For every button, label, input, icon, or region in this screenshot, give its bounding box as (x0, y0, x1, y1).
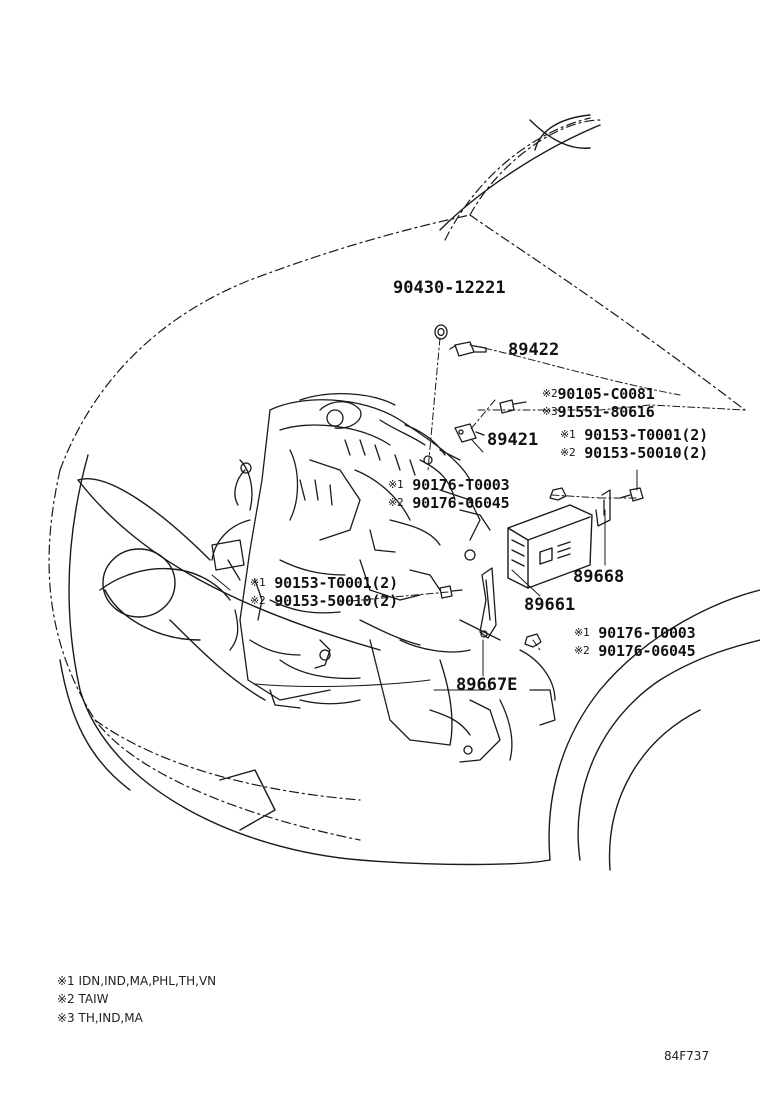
label-89667E: 89667E (456, 675, 518, 695)
label-90105-C0081: ※290105-C0081 (542, 387, 655, 402)
label-90176-06045-top-text: 90176-06045 (412, 494, 510, 512)
sensor-89421 (454, 423, 485, 443)
label-90176-T0003-bottom-text: 90176-T0003 (598, 624, 696, 642)
label-90176-T0003-top-text: 90176-T0003 (412, 476, 510, 494)
car-body-solid (59, 114, 760, 871)
bolt-90153-left (439, 585, 463, 599)
label-90153-50010-left-text: 90153-50010(2) (274, 592, 398, 610)
label-89668: 89668 (573, 567, 625, 587)
marker-2: ※2 (574, 644, 590, 657)
nut-90176-upper (549, 487, 567, 501)
marker-1: ※1 (574, 626, 590, 639)
label-90430-12221: 90430-12221 (393, 278, 506, 298)
label-90176-06045-bottom: ※2 90176-06045 (574, 642, 696, 660)
gasket-90430 (434, 324, 448, 340)
leader-solid (211, 439, 638, 691)
label-91551-text: 91551-80616 (557, 403, 655, 421)
marker-2: ※2 (560, 446, 576, 459)
label-90153-50010-right: ※2 90153-50010(2) (560, 446, 708, 461)
label-90176-06045-top: ※2 90176-06045 (388, 494, 510, 512)
label-90153-T0001-left: ※1 90153-T0001(2) (250, 576, 398, 591)
label-90176-T0003-bottom: ※1 90176-T0003 (574, 624, 696, 642)
label-90153-50010-right-text: 90153-50010(2) (584, 444, 708, 462)
footnote-2: ※2 TAIW (57, 992, 109, 1006)
footnote-3: ※3 TH,IND,MA (57, 1011, 143, 1025)
engine-block (211, 393, 556, 763)
ecu-89661 (507, 504, 593, 589)
label-90153-T0001-right-text: 90153-T0001(2) (584, 426, 708, 444)
label-90105-text: 90105-C0081 (557, 385, 655, 403)
label-90176-T0003-top: ※1 90176-T0003 (388, 476, 510, 494)
label-90153-T0001-left-text: 90153-T0001(2) (274, 574, 398, 592)
bracket-89668 (595, 489, 611, 527)
marker-3: ※3 (542, 405, 558, 418)
label-89422: 89422 (508, 340, 560, 360)
label-91551-80616: ※391551-80616 (542, 405, 655, 420)
marker-2: ※2 (388, 496, 404, 509)
marker-1: ※1 (560, 428, 576, 441)
marker-2: ※2 (250, 594, 266, 607)
sensor-89422 (449, 341, 487, 357)
label-90176-06045-bottom-text: 90176-06045 (598, 642, 696, 660)
footnote-1: ※1 IDN,IND,MA,PHL,TH,VN (57, 974, 217, 988)
marker-2: ※2 (542, 387, 558, 400)
bracket-89667E (479, 567, 497, 639)
nut-90176-lower (524, 633, 542, 648)
label-89421: 89421 (487, 430, 539, 450)
marker-1: ※1 (388, 478, 404, 491)
label-89661: 89661 (524, 595, 576, 615)
label-90153-50010-left: ※2 90153-50010(2) (250, 594, 398, 609)
illustration-code: 84F737 (664, 1049, 710, 1063)
marker-1: ※1 (250, 576, 266, 589)
bolt-90105 (499, 399, 527, 414)
label-90153-T0001-right: ※1 90153-T0001(2) (560, 428, 708, 443)
bolt-90153-right (619, 487, 644, 502)
